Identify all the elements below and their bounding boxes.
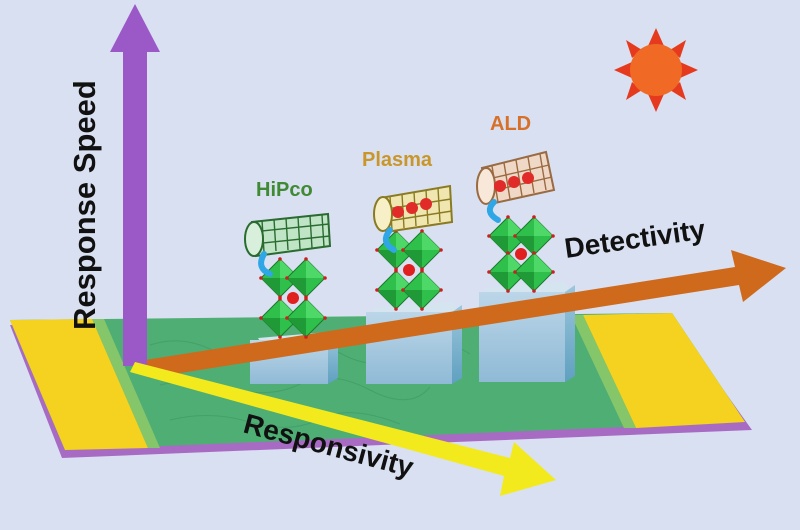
left-electrode (10, 319, 148, 450)
tube-connector (382, 227, 397, 253)
tube-connector (258, 251, 273, 277)
right-electrode-edge (571, 315, 636, 428)
device-3-label: ALD (490, 113, 531, 135)
hole-carrier-icon (406, 202, 418, 214)
device-1-label: HiPco (256, 179, 313, 201)
hole-carrier-icon (508, 176, 520, 188)
device-1-perovskite (258, 256, 328, 340)
device-2-perovskite (374, 228, 444, 312)
response-speed-label: Response Speed (67, 80, 102, 330)
left-electrode-edge (92, 319, 160, 448)
detectivity-axis-arrow (145, 250, 786, 378)
hole-carrier-icon (522, 172, 534, 184)
device-1-nanotube (244, 212, 332, 277)
center-atom-icon (287, 292, 299, 304)
center-atom-icon (403, 264, 415, 276)
hole-carrier-icon (420, 198, 432, 210)
device-2-label: Plasma (362, 149, 433, 171)
device-3-nanotube (476, 150, 556, 223)
device-3-perovskite (486, 214, 556, 294)
hole-carrier-icon (392, 206, 404, 218)
center-atom-icon (515, 248, 527, 260)
response-speed-axis-arrow (110, 4, 160, 366)
responsivity-axis-arrow (130, 362, 556, 496)
device-2-nanotube (373, 184, 454, 253)
detectivity-label: Detectivity (563, 213, 708, 263)
right-electrode (583, 313, 745, 428)
sun-icon (614, 28, 698, 112)
tube-connector (486, 199, 501, 223)
hole-carrier-icon (494, 180, 506, 192)
